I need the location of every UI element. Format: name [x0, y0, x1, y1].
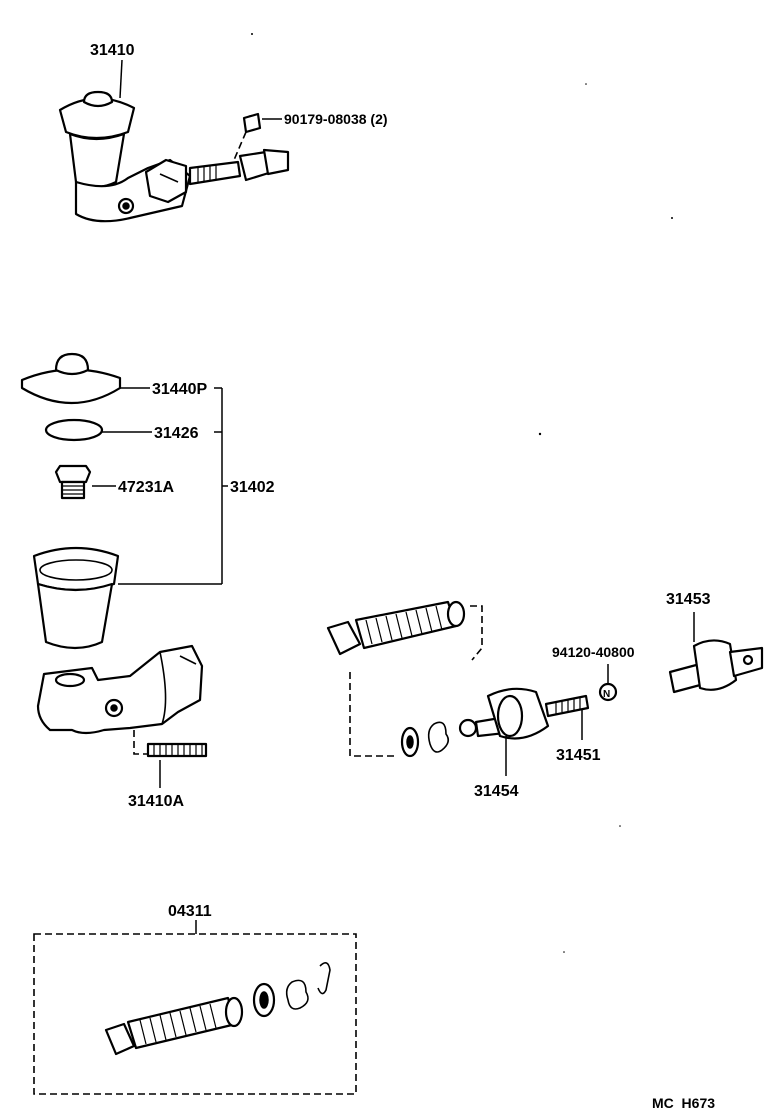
- label-31453: 31453: [666, 591, 711, 608]
- label-94120-40800: 94120-40800: [552, 644, 635, 660]
- master-cylinder-assembly-drawing: [58, 59, 290, 223]
- scan-specks: [251, 33, 673, 953]
- piston-pushrod-exploded-drawing: [326, 600, 764, 776]
- label-90179-08038: 90179-08038 (2): [284, 111, 388, 127]
- label-31426: 31426: [154, 425, 199, 442]
- reservoir-exploded-drawing: [20, 352, 228, 788]
- label-31440P: 31440P: [152, 381, 207, 398]
- label-31402: 31402: [230, 479, 275, 496]
- label-31410: 31410: [90, 42, 135, 59]
- label-nut-symbol: N: [603, 689, 610, 700]
- label-04311: 04311: [168, 903, 212, 920]
- label-31454: 31454: [474, 783, 519, 800]
- repair-kit-drawing: [33, 920, 357, 1095]
- label-47231A: 47231A: [118, 479, 174, 496]
- drawing-code: MC H673: [652, 1095, 715, 1111]
- label-31410A: 31410A: [128, 793, 184, 810]
- label-31451: 31451: [556, 747, 601, 764]
